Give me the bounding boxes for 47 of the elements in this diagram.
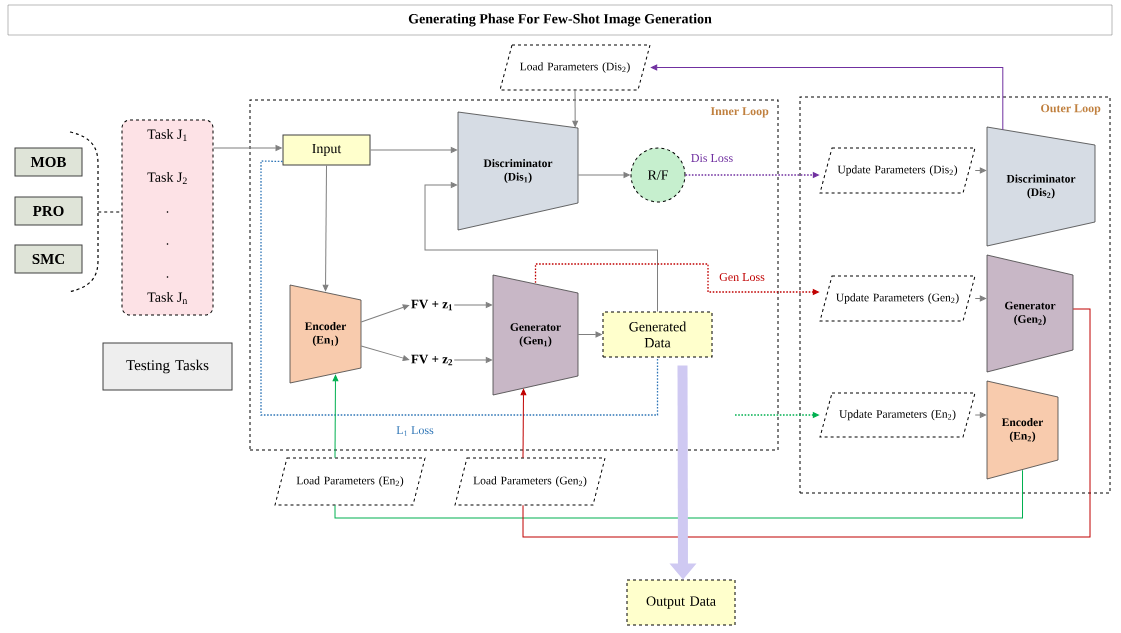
encoder-block: Encoder (En$_{2}$): [986, 380, 1059, 480]
input-box: Input: [282, 134, 371, 166]
discriminator-block: Discriminator (Dis$_{2}$): [986, 126, 1096, 247]
arrow: [453, 357, 493, 363]
parallelogram-box: Update Parameters (En$_{2}$): [819, 392, 976, 438]
dotted-connector-line: [260, 160, 659, 416]
arrow: [213, 145, 282, 151]
parallelogram-box: Load Parameters (En$_{2}$): [274, 457, 426, 506]
text-label: FV + z$_{1}$: [411, 299, 453, 311]
task-list-box: Task J$_{1}$ Task J$_{2}$ . . . Task J$_{n}$: [121, 119, 214, 316]
arrow: [974, 412, 987, 418]
data-box: Output Data: [626, 579, 736, 626]
arrow: [370, 147, 458, 153]
arrow: [577, 172, 630, 178]
generator-block: Generator (Gen$_{2}$): [986, 254, 1074, 373]
parallelogram-box: Update Parameters (Gen$_{2}$): [819, 275, 976, 322]
edge-label: Gen Loss: [718, 271, 766, 283]
arrow: [424, 182, 658, 312]
arrow: [974, 295, 987, 302]
category-box: SMC: [14, 244, 83, 274]
arrow: [360, 304, 410, 323]
parallelogram-box: Load Parameters (Gen$_{2}$): [454, 457, 606, 506]
arrow: [651, 64, 1004, 131]
arrow: [520, 389, 527, 459]
edge-label: Dis Loss: [689, 152, 735, 164]
discriminator-block: Discriminator (Dis$_{1}$): [457, 111, 579, 231]
category-box: PRO: [14, 196, 83, 226]
arrow: [322, 165, 329, 292]
parallelogram-box: Update Parameters (Dis$_{2}$): [819, 147, 976, 194]
label-box: Testing Tasks: [102, 342, 233, 391]
generator-block: Generator (Gen$_{1}$): [492, 274, 579, 396]
arrow: [974, 167, 987, 174]
arrow: [572, 89, 579, 128]
arrow: [360, 345, 410, 361]
title-bar: Generating Phase For Few-Shot Image Generation: [7, 4, 1113, 36]
parallelogram-box: Load Parameters (Dis$_{2}$): [499, 44, 651, 91]
edge-label: L$_{1}$ Loss: [395, 425, 435, 437]
brace: [67, 131, 99, 293]
arrow: [332, 375, 339, 459]
encoder-block: Encoder (En$_{1}$): [289, 284, 362, 384]
text-label: FV + z$_{2}$: [411, 354, 453, 366]
connector-line: [522, 308, 1091, 538]
arrow: [577, 331, 602, 338]
category-box: MOB: [14, 147, 83, 177]
connector-line: [334, 469, 1023, 519]
data-box: Generated Data: [602, 311, 713, 358]
arrow: [453, 302, 493, 308]
